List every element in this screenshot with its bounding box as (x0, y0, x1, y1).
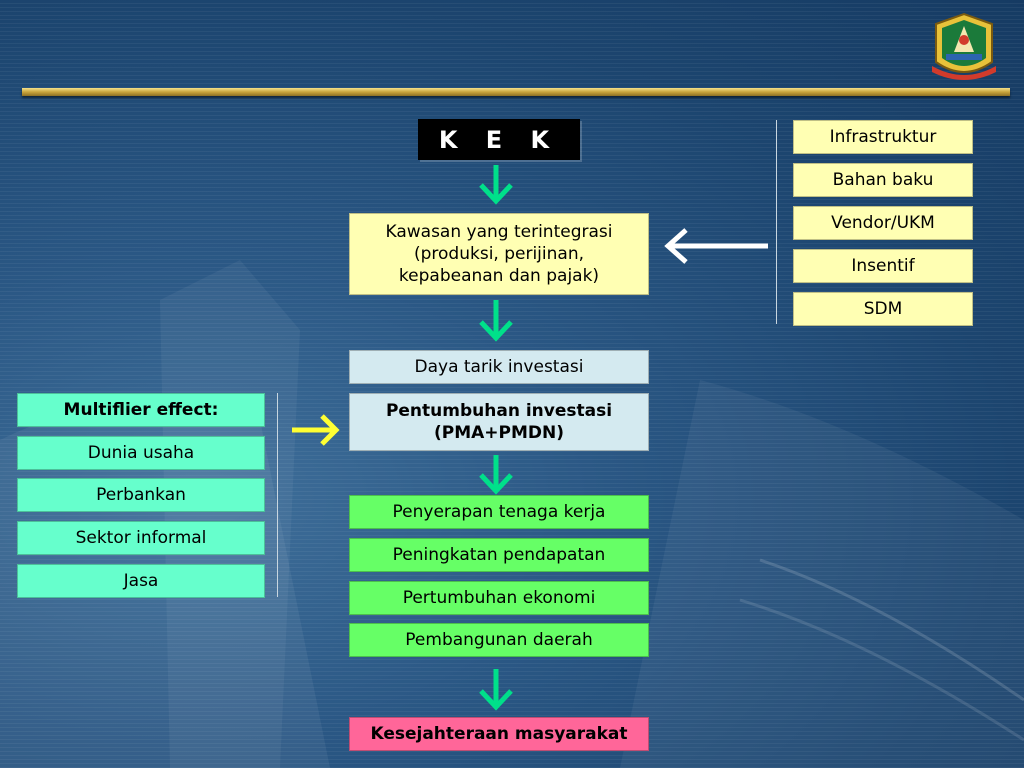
integrated-area-box: Kawasan yang terintegrasi (produksi, per… (349, 213, 649, 295)
arrow-down-icon (479, 300, 513, 342)
input-vendor-ukm: Vendor/UKM (793, 206, 973, 240)
investment-attraction-box: Daya tarik investasi (349, 350, 649, 384)
investment-growth-line-2: (PMA+PMDN) (433, 423, 565, 443)
multiplier-item-sektor-informal: Sektor informal (17, 521, 265, 555)
multiplier-bracket-line (277, 393, 278, 597)
investment-growth-line-1: Pentumbuhan investasi (385, 401, 613, 421)
multiplier-item-perbankan: Perbankan (17, 478, 265, 512)
arrow-down-icon (479, 165, 513, 205)
arrow-down-icon (479, 669, 513, 711)
arrow-left-icon (664, 228, 768, 264)
integrated-area-line-1: Kawasan yang terintegrasi (385, 222, 613, 242)
integrated-area-line-2: (produksi, perijinan, (413, 244, 585, 264)
investment-growth-box: Pentumbuhan investasi (PMA+PMDN) (349, 393, 649, 451)
title-divider (22, 88, 1010, 96)
inputs-bracket-line (776, 120, 777, 324)
input-sdm: SDM (793, 292, 973, 326)
input-bahan-baku: Bahan baku (793, 163, 973, 197)
outcome-regional-development: Pembangunan daerah (349, 623, 649, 657)
outcome-employment: Penyerapan tenaga kerja (349, 495, 649, 529)
final-outcome-welfare: Kesejahteraan masyarakat (349, 717, 649, 751)
input-insentif: Insentif (793, 249, 973, 283)
arrow-down-icon (479, 455, 513, 495)
input-infrastruktur: Infrastruktur (793, 120, 973, 154)
multiplier-item-jasa: Jasa (17, 564, 265, 598)
outcome-economic-growth: Pertumbuhan ekonomi (349, 581, 649, 615)
integrated-area-line-3: kepabeanan dan pajak) (398, 266, 600, 286)
arrow-right-icon (292, 414, 340, 446)
multiplier-item-dunia-usaha: Dunia usaha (17, 436, 265, 470)
multiplier-heading: Multiflier effect: (17, 393, 265, 427)
kek-title: K E K (418, 119, 580, 160)
provincial-emblem-icon (932, 12, 996, 80)
outcome-income: Peningkatan pendapatan (349, 538, 649, 572)
